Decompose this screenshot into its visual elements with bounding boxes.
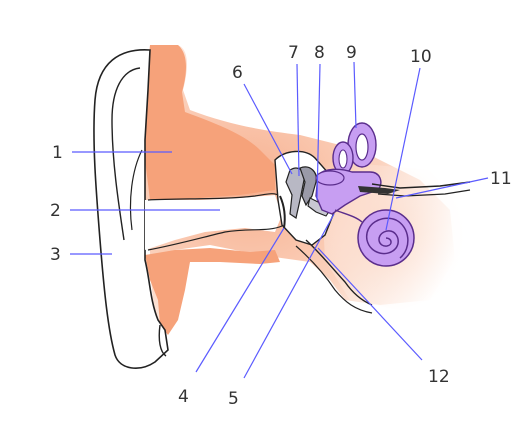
helix-inner-fold bbox=[111, 67, 141, 241]
nerve-dark-bundle bbox=[358, 186, 400, 194]
horizontal-canal bbox=[315, 170, 345, 186]
label-7: 7 bbox=[288, 43, 299, 63]
semicircular-canal-posterior-hole bbox=[338, 149, 348, 169]
earlobe-detail bbox=[158, 324, 167, 357]
label-8: 8 bbox=[314, 43, 325, 63]
leader-line-10 bbox=[385, 67, 421, 231]
semicircular-canal-superior-hole bbox=[355, 133, 369, 161]
label-3: 3 bbox=[50, 245, 61, 265]
leader-line-5 bbox=[243, 213, 335, 379]
leader-line-9 bbox=[353, 61, 357, 129]
leader-line-7 bbox=[296, 63, 300, 177]
label-4: 4 bbox=[178, 387, 189, 407]
tympanic-membrane bbox=[279, 195, 286, 229]
leader-line-12 bbox=[317, 247, 423, 361]
leader-line-11 bbox=[395, 177, 489, 199]
ear-canal-lower-wall bbox=[147, 225, 283, 251]
label-11: 11 bbox=[490, 169, 512, 189]
label-9: 9 bbox=[346, 43, 357, 63]
leader-line-8 bbox=[316, 63, 321, 201]
auditory-nerve-lower bbox=[377, 189, 471, 197]
eustachian-tube bbox=[305, 239, 373, 306]
ear-canal bbox=[145, 195, 282, 250]
leader-line-4 bbox=[195, 227, 285, 373]
ear-canal-upper-wall bbox=[147, 193, 281, 201]
lower-skin bbox=[145, 248, 280, 335]
label-1: 1 bbox=[52, 143, 63, 163]
cochlea-connection bbox=[334, 209, 363, 223]
label-2: 2 bbox=[50, 201, 61, 221]
label-10: 10 bbox=[410, 47, 432, 67]
antihelix-fold bbox=[129, 149, 143, 231]
label-12: 12 bbox=[428, 367, 450, 387]
leader-line-6 bbox=[243, 83, 293, 175]
label-6: 6 bbox=[232, 63, 243, 83]
upper-skin bbox=[145, 45, 275, 200]
auditory-nerve bbox=[371, 181, 471, 189]
cochlea-spiral bbox=[366, 217, 409, 259]
label-5: 5 bbox=[228, 389, 239, 409]
